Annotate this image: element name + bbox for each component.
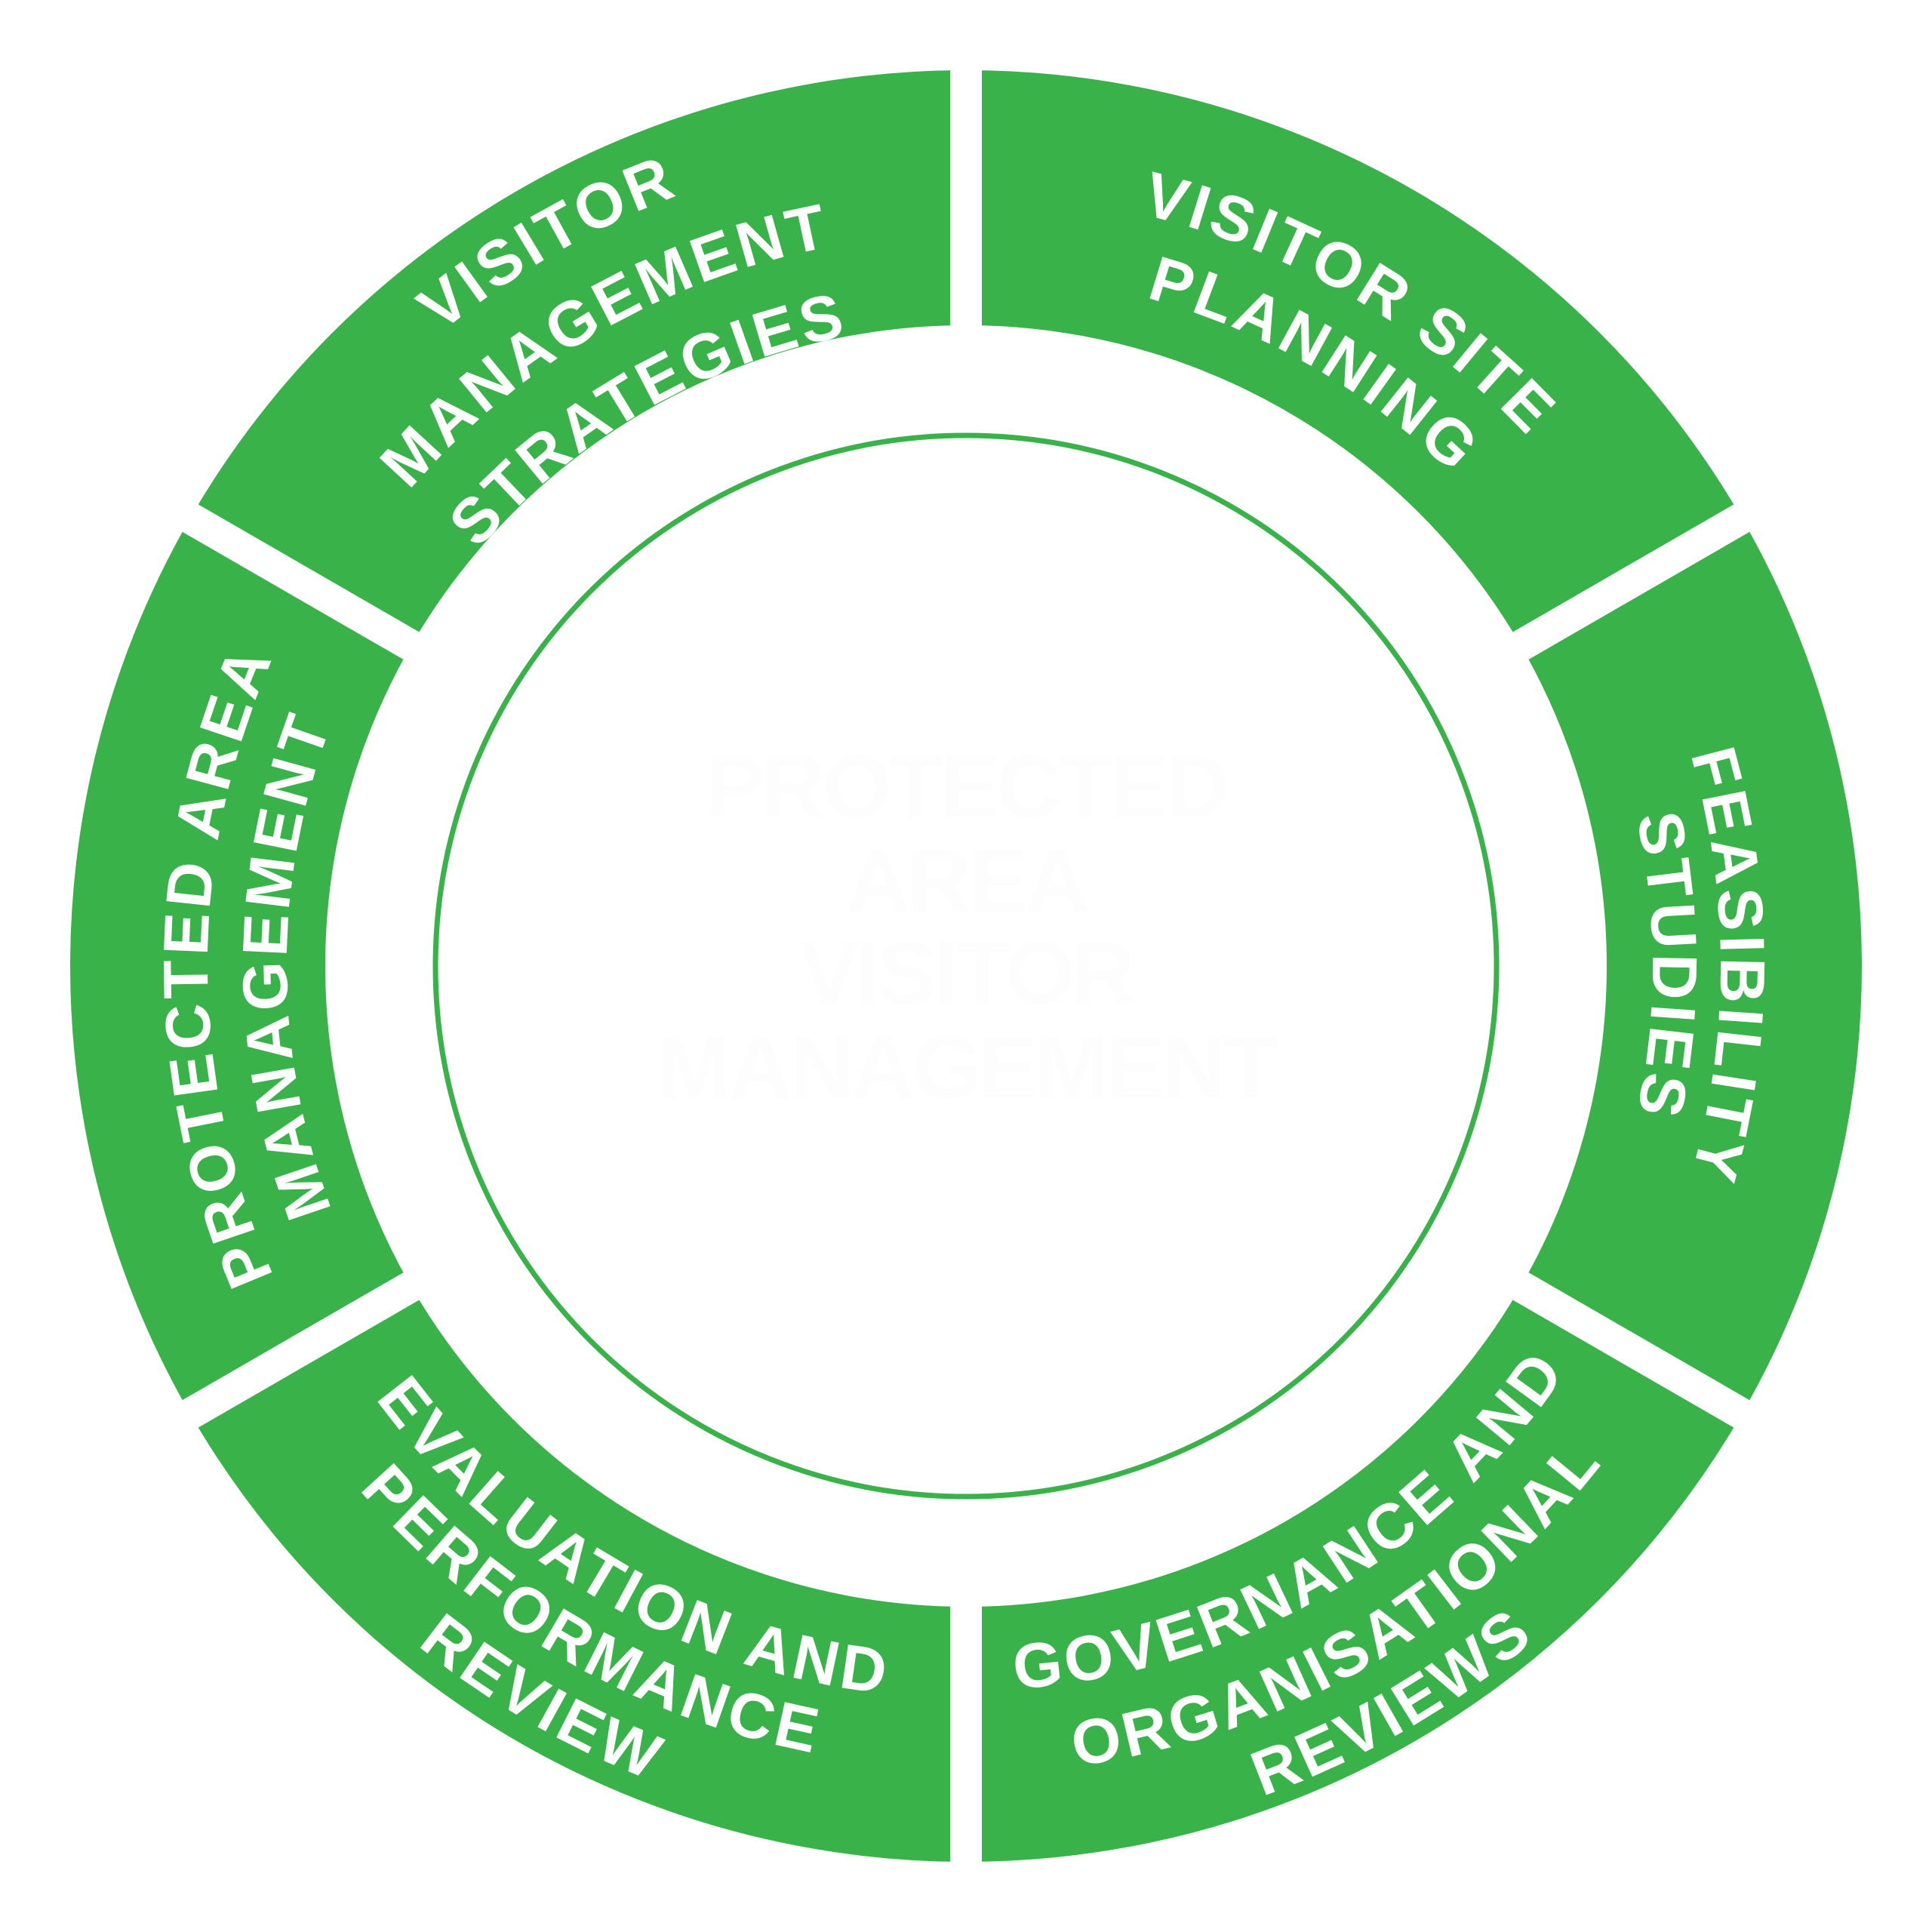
center-title-line: VISITOR: [799, 924, 1134, 1023]
segment-divider: [167, 495, 438, 671]
center-title-line: AREA: [846, 832, 1088, 931]
segment-feasibility-studies[interactable]: FEASIBILITY STUDIES: [1623, 740, 1778, 1192]
segment-divider: [167, 1261, 438, 1437]
inner-circle-outline: [432, 432, 1500, 1500]
segment-divider: [1494, 495, 1765, 671]
segment-evaluation-and-performance-review[interactable]: EVALUATION AND PERFORMANCE REVIEW: [349, 1363, 895, 1794]
segment-dividers: [167, 53, 1765, 1879]
center-title: PROTECTED AREA VISITOR MANAGEMENT: [657, 737, 1281, 1118]
segment-divider: [1494, 1261, 1765, 1437]
center-title-line: PROTECTED: [705, 737, 1227, 837]
center-title-line: MANAGEMENT: [657, 1018, 1278, 1118]
